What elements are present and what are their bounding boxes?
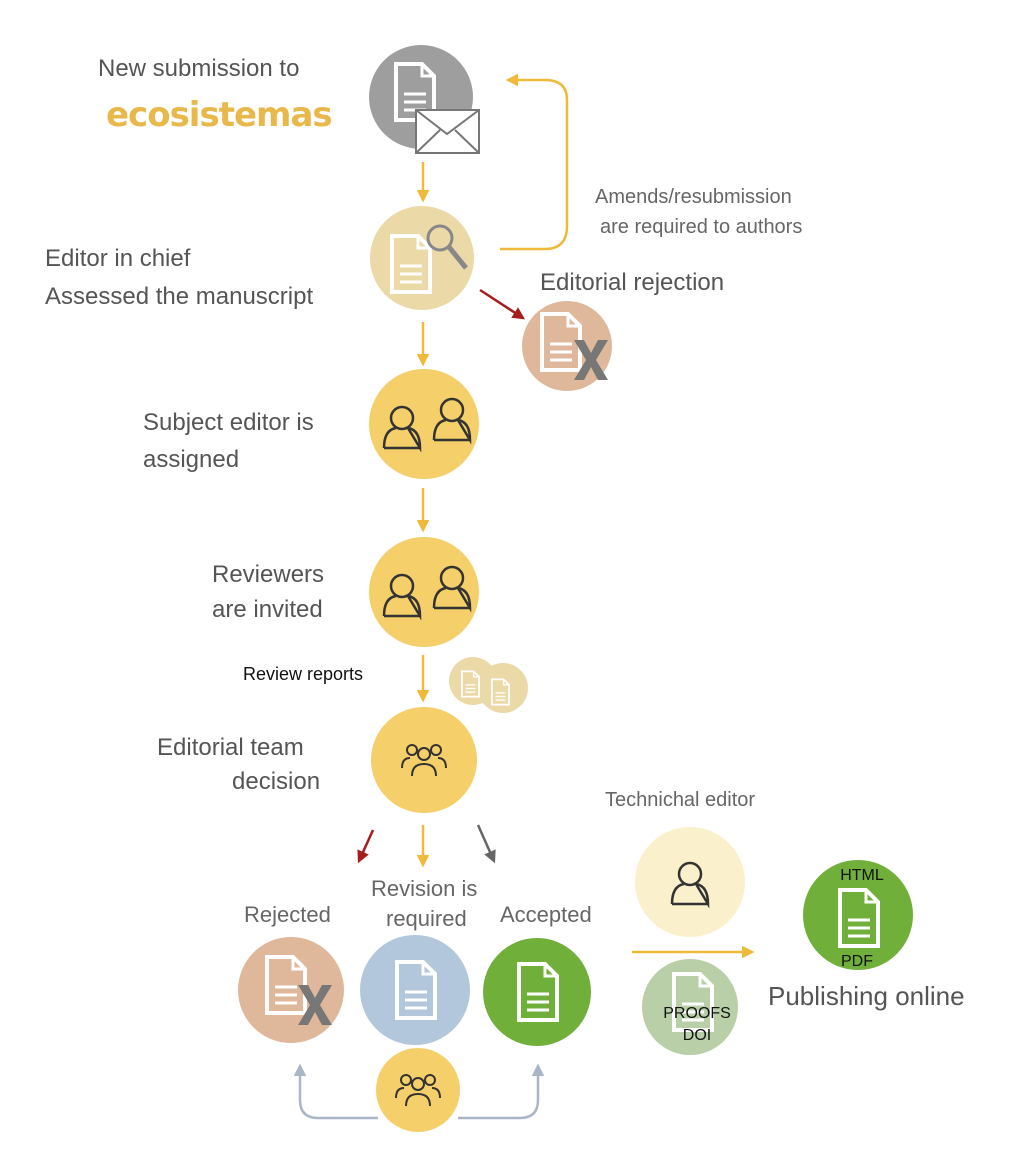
reject-arrow [357, 829, 375, 864]
submission-node [369, 45, 480, 154]
accepted-label: Accepted [500, 902, 592, 927]
team-decision-label: Editorial team [157, 734, 304, 761]
title-text: New submission to [98, 55, 299, 82]
review-reports-label: Review reports [243, 664, 363, 684]
envelope-icon [415, 109, 480, 154]
review-reports-icon [449, 657, 528, 713]
resubmission-loop-arrow [500, 73, 569, 251]
publishing-online-label: Publishing online [768, 981, 965, 1011]
reviewers-node [369, 537, 479, 647]
subject-editor-label: Subject editor is [143, 409, 314, 436]
loop-to-rejected-arrow [293, 1063, 378, 1120]
decision-label: decision [232, 768, 320, 795]
rejected-label: Rejected [244, 902, 331, 927]
magnifier-icon [426, 224, 468, 270]
technical-editor-node [635, 827, 745, 937]
revision-label: Revision is [371, 876, 477, 901]
proofs-text: PROOFS [663, 1005, 731, 1022]
amends-label: Amends/resubmission [595, 186, 792, 208]
publishing-node: HTML PDF [803, 860, 913, 970]
accepted-node [483, 938, 591, 1046]
html-format-text: HTML [840, 867, 884, 884]
re-review-team-node [376, 1048, 460, 1132]
editorial-rejection-node [522, 301, 612, 391]
team-decision-node [371, 707, 477, 813]
rejected-node [238, 937, 344, 1043]
assigned-label: assigned [143, 446, 239, 473]
doi-text: DOI [683, 1027, 711, 1044]
accept-arrow [476, 824, 496, 864]
reviewers-label: Reviewers [212, 561, 324, 588]
assessment-node [370, 206, 474, 310]
loop-to-accepted-arrow [458, 1063, 545, 1120]
editorial-rejection-label: Editorial rejection [540, 269, 724, 296]
subject-editor-node [369, 369, 479, 479]
pdf-format-text: PDF [841, 953, 873, 970]
rejection-arrow [479, 288, 526, 320]
revision-node [360, 935, 470, 1045]
required-label: required [386, 906, 467, 931]
proofs-node: PROOFS DOI [642, 959, 738, 1055]
invited-label: are invited [212, 596, 323, 623]
brand-logo: ecosistemas [106, 95, 332, 135]
technical-editor-label: Technichal editor [605, 789, 755, 811]
amends-label-2: are required to authors [600, 216, 802, 238]
assessed-label: Assessed the manuscript [45, 283, 313, 310]
editor-in-chief-label: Editor in chief [45, 245, 191, 272]
